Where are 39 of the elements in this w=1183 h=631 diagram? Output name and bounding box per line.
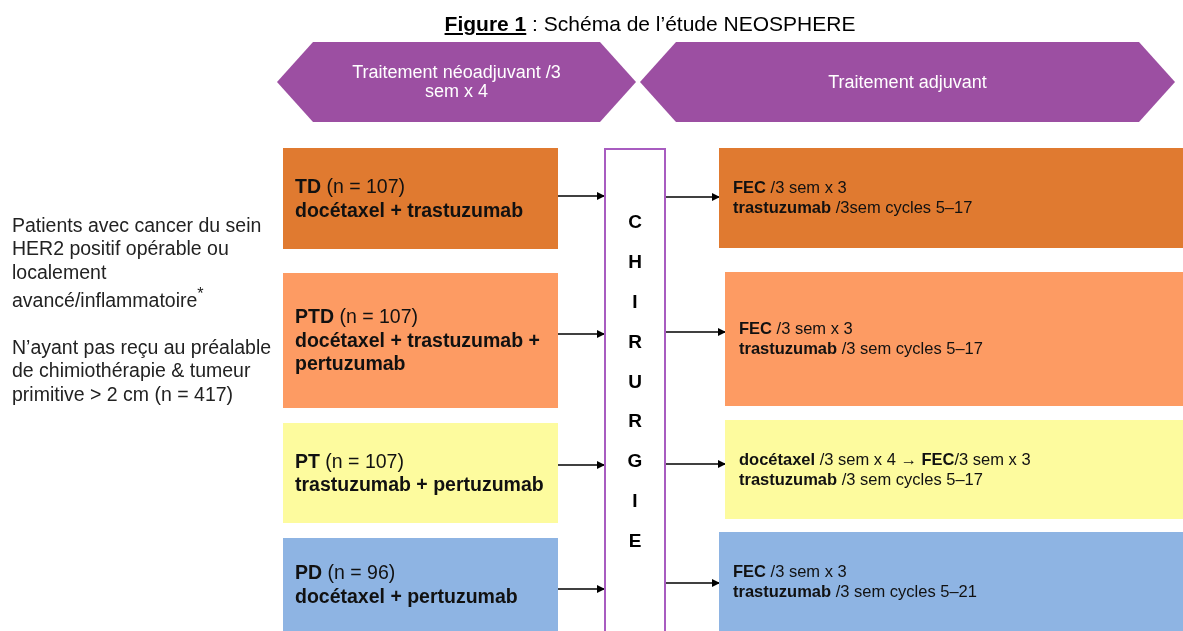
treatment-box <box>283 273 558 408</box>
arrow <box>665 328 726 336</box>
arrow <box>665 460 726 468</box>
treatment-box <box>725 420 1183 519</box>
inclusion-criteria: Patients avec cancer du sein HER2 positif opérable ou localement avancé/inflammatoire$^{*}$ <box>12 214 263 313</box>
treatment-box <box>283 148 558 249</box>
treatment-box <box>719 148 1183 248</box>
inclusion-criteria: N’ayant pas reçu au préalable de chimiothérapie & tumeur primitive > 2 cm (n = 417) <box>12 336 273 407</box>
treatment-box <box>725 272 1183 406</box>
arrow <box>557 330 605 338</box>
treatment-box <box>283 423 558 523</box>
regimen-line: FEC /3 sem x 3 <box>733 178 848 198</box>
regimen-line: docétaxel /3 sem x 4 → FEC/3 sem x 3 <box>739 449 1032 470</box>
arm-heading: PD (n = 96) <box>295 561 397 585</box>
arm-heading: TD (n = 107) <box>295 175 406 199</box>
regimen-line: trastuzumab /3 sem cycles 5–17 <box>739 339 984 359</box>
arm-drugs: trastuzumab + pertuzumab <box>295 473 545 497</box>
regimen-line: FEC /3 sem x 3 <box>739 319 854 339</box>
regimen-line: FEC /3 sem x 3 <box>733 561 848 582</box>
arrow <box>557 585 605 593</box>
arm-drugs: docétaxel + trastuzumab <box>295 198 525 222</box>
regimen-line: trastuzumab /3 sem cycles 5–17 <box>739 469 984 490</box>
arrow <box>665 193 720 201</box>
treatment-box <box>283 538 558 631</box>
arm-heading: PT (n = 107) <box>295 449 405 473</box>
arm-heading: PTD (n = 107) <box>295 305 419 329</box>
arm-drugs: docétaxel + trastuzumab + pertuzumab <box>295 328 541 376</box>
arrow <box>665 579 720 587</box>
regimen-line: trastuzumab /3 sem cycles 5–21 <box>733 581 978 602</box>
vertical-label: CHIRURGIE <box>627 210 643 554</box>
figure-title: Figure 1 : Schéma de l’étude NEOSPHERE <box>443 12 857 36</box>
band-label: Traitement adjuvant <box>827 72 988 92</box>
surgery-bar <box>604 148 666 631</box>
regimen-line: trastuzumab /3sem cycles 5–17 <box>733 198 974 218</box>
arrow <box>557 461 605 469</box>
arm-drugs: docétaxel + pertuzumab <box>295 584 519 608</box>
band-label: Traitement néoadjuvant /3 sem x 4 <box>351 63 562 101</box>
treatment-box <box>719 532 1183 631</box>
arrow <box>557 192 605 200</box>
